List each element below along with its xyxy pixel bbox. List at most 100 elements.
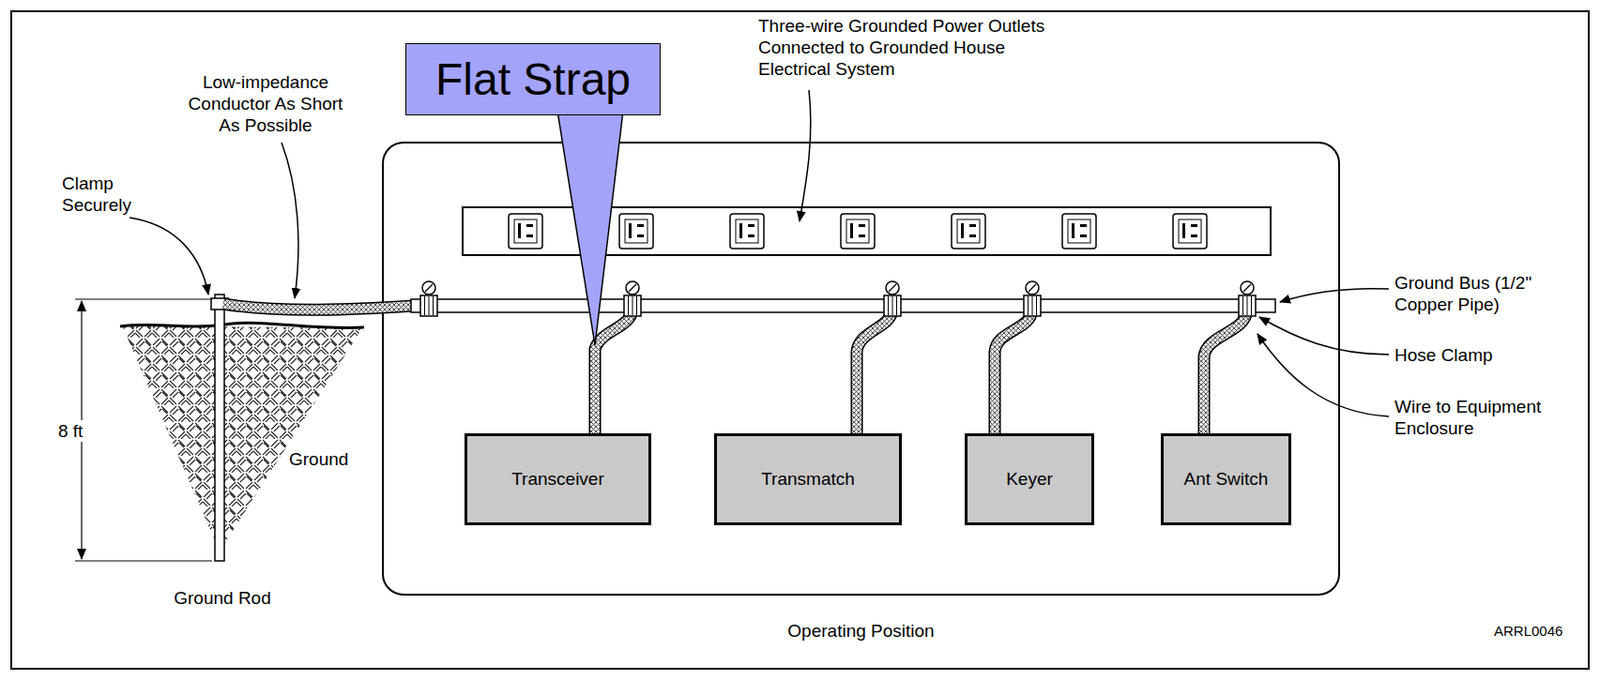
leader-line xyxy=(1257,334,1389,417)
label: Hose Clamp xyxy=(1394,344,1556,366)
clamp-screw xyxy=(625,281,640,295)
leader-line xyxy=(129,217,209,295)
clamp-band-line xyxy=(1242,296,1244,316)
outlet xyxy=(840,213,875,249)
dimension-extension xyxy=(75,299,213,562)
clamp-band-line xyxy=(896,296,898,316)
label: Wire to Equipment Enclosure xyxy=(1394,396,1556,440)
box-label: Keyer xyxy=(1005,469,1053,490)
outlet-slot xyxy=(637,224,644,228)
clamp-screw-slot xyxy=(425,284,433,292)
clamp-band-line xyxy=(636,296,638,316)
leader-line xyxy=(281,142,299,299)
clamp-band-line xyxy=(432,296,434,316)
outlet-slot xyxy=(1080,234,1087,238)
label: Ground xyxy=(287,448,351,471)
box-label: Transceiver xyxy=(511,469,605,490)
outlet-slot xyxy=(969,234,976,238)
clamp-screw xyxy=(1025,281,1039,295)
clamp-screw-slot xyxy=(888,284,897,292)
clamp-screw-slot xyxy=(1243,284,1251,292)
braid-outline xyxy=(856,309,893,434)
clamp-screw-slot xyxy=(1028,284,1037,292)
braid-outline xyxy=(223,304,413,310)
bench-outline xyxy=(382,142,1340,595)
outlet-slot xyxy=(1080,224,1087,228)
outlet-slot xyxy=(747,224,755,228)
outlet-slot xyxy=(858,234,866,238)
clamp-band-line xyxy=(424,296,426,316)
outlet-slot xyxy=(1190,224,1198,228)
label: Low-impedance Conductor As Short As Poss… xyxy=(176,71,355,137)
clamp-band-line xyxy=(1250,296,1252,316)
ground-bus-pipe xyxy=(411,299,1276,313)
clamp-screw-slot xyxy=(628,284,637,292)
braided-strap xyxy=(223,304,413,310)
box-label: Transmatch xyxy=(761,469,855,490)
braided-strap xyxy=(594,309,633,434)
braided-wires xyxy=(223,304,1248,434)
braid-outline xyxy=(594,309,633,434)
outlet-face xyxy=(514,219,537,244)
braided-strap xyxy=(994,309,1033,434)
outlet-face xyxy=(624,219,648,244)
braid-outline xyxy=(1203,309,1248,434)
frame xyxy=(11,11,1589,670)
outlet xyxy=(1062,213,1097,249)
label: 8 ft xyxy=(56,420,85,442)
label: ARRL0046 xyxy=(1493,620,1563,642)
outlet xyxy=(730,213,764,249)
outlet-slot xyxy=(526,234,534,238)
soil-hatch xyxy=(121,325,363,552)
clamp-band-line xyxy=(1247,296,1249,316)
equipment-box: Transceiver xyxy=(464,433,652,526)
clamp-band-line xyxy=(632,296,634,316)
label: Ground Rod xyxy=(166,587,279,610)
label: Three-wire Grounded Power Outlets Connec… xyxy=(758,15,1082,80)
outlet-slot xyxy=(518,223,521,239)
outlet xyxy=(619,213,654,249)
outlet xyxy=(1173,213,1207,249)
braid-outline xyxy=(994,309,1033,434)
outlet-slot xyxy=(526,224,534,228)
outlet xyxy=(951,213,986,249)
braided-strap xyxy=(1203,309,1248,434)
clamp-band xyxy=(420,295,438,317)
outlet-face xyxy=(1178,219,1202,244)
label: Clamp Securely xyxy=(61,172,160,216)
clamp-band-line xyxy=(1036,296,1037,316)
clamp-screw xyxy=(885,281,900,295)
operating-position-area: Operating PositionTransceiverTransmatchK… xyxy=(382,142,1340,595)
clamp-band-line xyxy=(428,296,430,316)
clamp-band-line xyxy=(1032,296,1034,316)
outlet-slot xyxy=(960,223,964,239)
outlet-slot xyxy=(858,224,866,228)
callout-box: Flat Strap xyxy=(405,43,661,116)
leader-line xyxy=(1280,289,1389,303)
outlet-slot xyxy=(850,223,854,239)
outlet-slot xyxy=(969,224,976,228)
clamp-screw xyxy=(1240,281,1254,295)
label: Ground Bus (1/2" Copper Pipe) xyxy=(1394,272,1556,316)
outlet-face xyxy=(735,219,759,244)
ground-surface xyxy=(120,322,365,328)
clamp-band xyxy=(1238,295,1256,317)
callout-pointer xyxy=(557,110,624,346)
clamp-band xyxy=(1023,295,1041,317)
clamp-screw xyxy=(422,281,436,295)
clamp-band xyxy=(883,295,901,317)
area-label: Operating Position xyxy=(382,621,1340,642)
equipment-box: Keyer xyxy=(964,433,1095,526)
box-label: Ant Switch xyxy=(1184,469,1269,490)
outlets xyxy=(508,213,1207,249)
clamp-band-line xyxy=(1027,296,1029,316)
leader-line xyxy=(1259,317,1389,355)
callout-text: Flat Strap xyxy=(435,53,631,106)
outlet-slot xyxy=(1182,223,1186,239)
clamp-band-line xyxy=(627,296,629,316)
leader-line xyxy=(799,90,811,222)
clamp-band xyxy=(624,295,641,317)
outlet-slot xyxy=(628,223,632,239)
clamp-band-line xyxy=(887,296,889,316)
equipment-box: Transmatch xyxy=(714,433,902,526)
